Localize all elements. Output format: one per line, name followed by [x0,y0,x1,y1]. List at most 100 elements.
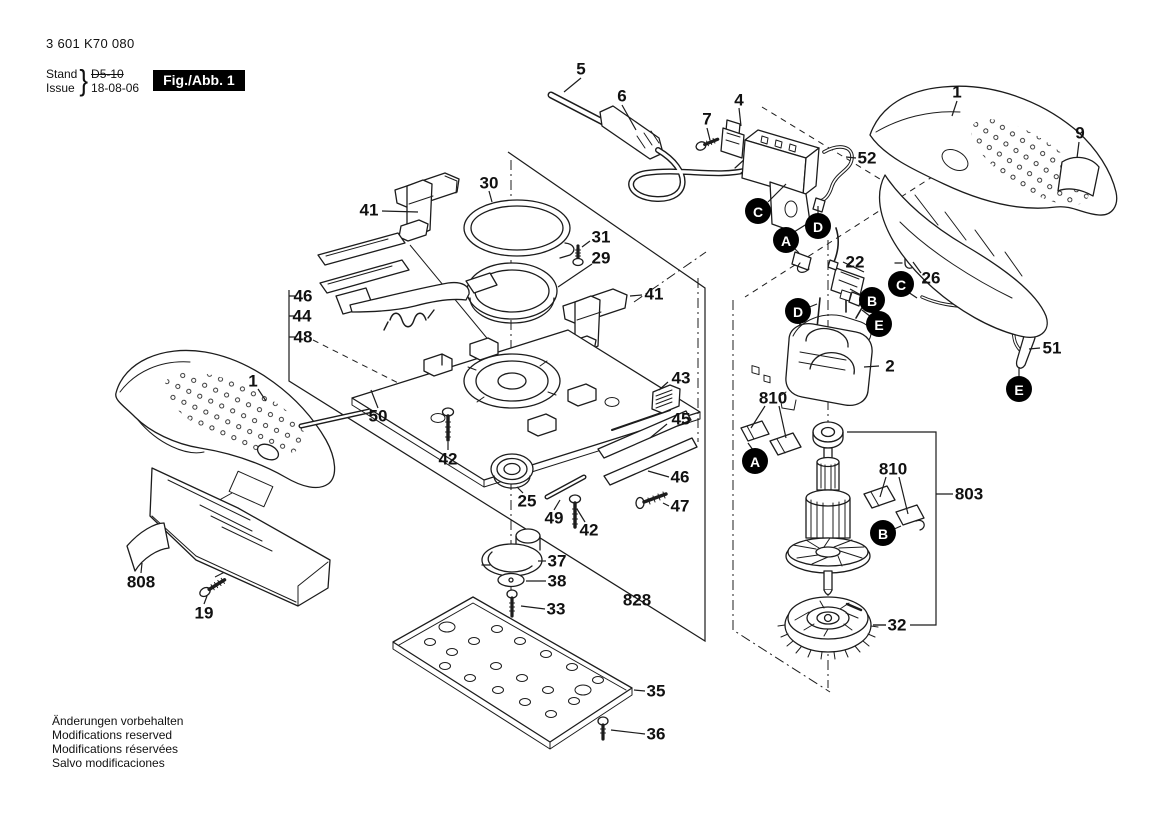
svg-text:D: D [813,219,823,235]
part-label-52: 52 [858,149,877,168]
part-label-4: 4 [734,91,744,110]
strips-45-46 [597,409,698,486]
part-label-9: 9 [1075,124,1084,143]
part-label-2: 2 [885,357,894,376]
cord-sleeve [599,105,664,160]
part-label-43: 43 [672,369,691,388]
svg-text:B: B [878,526,888,542]
screw-33 [506,589,518,618]
part-label-38: 38 [548,572,567,591]
part-label-36: 36 [647,725,666,744]
part-label-7: 7 [702,110,711,129]
part-label-46: 46 [671,468,690,487]
part-label-45: 45 [672,410,691,429]
clamp-wire-48 [349,272,498,331]
title-block: 3 601 K70 080 Stand Issue } D5-10 18-08-… [46,36,245,98]
part-label-41: 41 [360,201,379,220]
callout-layer: 5674521922262518108108033230312941414644… [127,60,1085,744]
svg-text:C: C [896,277,906,293]
legal-line-fr: Modifications réservées [52,742,179,756]
connection-marker-B: B [870,520,896,546]
part-label-6: 6 [617,87,626,106]
assembly-box [288,151,706,643]
screw-spring-47 [635,491,668,510]
legal-line-de: Änderungen vorbehalten [52,714,184,728]
svg-text:E: E [874,317,883,333]
brush-lead-a [791,251,812,271]
type-number: 3 601 K70 080 [46,36,135,51]
screw-7 [695,137,720,151]
part-label-35: 35 [647,682,666,701]
svg-text:D: D [793,304,803,320]
part-label-810: 810 [879,460,907,479]
legal-line-en: Modifications reserved [52,728,173,742]
motor-group-boundary [732,300,831,693]
issue-label: Issue [46,80,75,95]
part-label-26: 26 [922,269,941,288]
part-label-808: 808 [127,573,155,592]
armature-bearing [812,421,844,449]
part-label-37: 37 [548,552,567,571]
sanding-plate-drawing [392,596,633,750]
part-label-19: 19 [195,604,214,623]
connection-marker-A: A [773,227,799,253]
part-label-50: 50 [369,407,388,426]
wire-52 [812,145,854,213]
clamp-rails-46-44 [317,232,410,315]
carbon-brushes-810-lower [863,485,925,531]
part-label-31: 31 [592,228,611,247]
carbon-brushes-810-upper [740,420,802,456]
housing-top-drawing [869,85,1118,338]
svg-text:A: A [781,233,791,249]
ring-29 [466,262,558,324]
legal-note: Änderungen vorbehalten Modifications res… [52,714,183,770]
svg-text:B: B [867,293,877,309]
part-label-47: 47 [671,497,690,516]
part-label-29: 29 [592,249,611,268]
bearing-plate-drawing [351,329,701,488]
connection-marker-D: D [785,298,811,324]
connection-marker-E: E [1006,376,1032,402]
washer-38 [497,572,525,588]
part-label-48: 48 [294,328,313,347]
svg-text:C: C [753,204,763,220]
screw-42-right [568,494,582,529]
part-label-44: 44 [293,307,312,326]
brace-glyph: } [79,62,89,98]
switch-drawing [720,119,820,384]
clamp-lever-41-left [394,172,460,242]
fan-drawing [777,596,879,660]
part-label-5: 5 [576,60,585,79]
figure-label: Fig./Abb. 1 [153,70,245,91]
part-label-1: 1 [952,83,961,102]
assembled-sander-drawing [115,349,336,607]
legal-line-es: Salvo modificaciones [52,756,165,770]
part-label-810: 810 [759,389,787,408]
part-label-828: 828 [623,591,651,610]
connection-marker-E: E [866,311,892,337]
part-label-803: 803 [955,485,983,504]
screw-42-left [441,407,455,442]
connection-marker-C: C [745,198,771,224]
screw-31 [572,244,584,267]
part-label-42: 42 [439,450,458,469]
label-sticker-9 [1057,156,1100,197]
ring-30 [463,199,575,259]
parts-layer [115,85,1118,750]
svg-text:E: E [1014,382,1023,398]
connection-marker-A: A [742,448,768,474]
part-label-25: 25 [518,492,537,511]
issue-value: 18-08-06 [91,80,140,95]
label-sticker-808 [126,522,170,572]
part-label-1: 1 [248,372,257,391]
stand-value: D5-10 [91,66,124,81]
part-label-46: 46 [294,287,313,306]
button-43 [651,384,681,414]
wire-terminal-d [833,227,839,263]
part-label-22: 22 [846,253,865,272]
connection-marker-D: D [805,213,831,239]
power-cord-drawing [547,91,754,203]
